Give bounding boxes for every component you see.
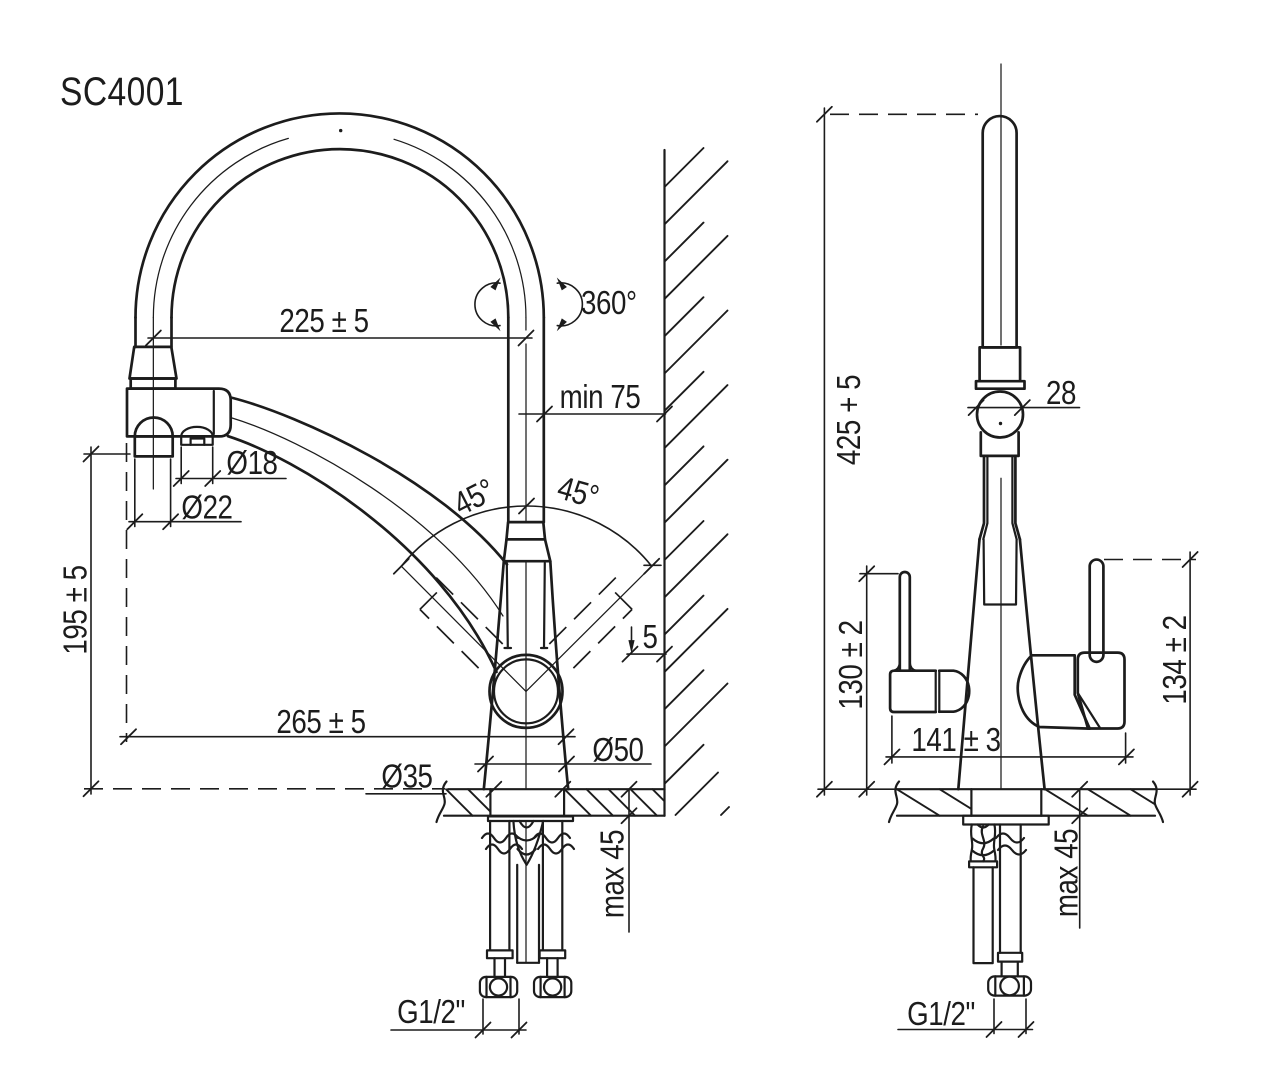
handle-rotation-right <box>525 565 653 693</box>
handle-nose <box>937 669 971 714</box>
hose-fitting-left <box>478 975 519 999</box>
pipe-fitting <box>987 975 1033 997</box>
ball-center-mark <box>998 421 1003 426</box>
collar-front <box>978 346 1022 383</box>
handle-lever-rod <box>898 570 912 673</box>
hose-fitting-right <box>532 975 573 999</box>
dim-label: 134 ± 2 <box>1157 615 1194 704</box>
dim-265: 265 ± 5 <box>119 443 576 746</box>
pipe-break-mark <box>480 832 520 844</box>
handle-pivot-housing <box>1016 653 1092 730</box>
filter-tube <box>972 866 994 965</box>
dim-label: 225 ± 5 <box>279 303 368 340</box>
dim-label: G1/2" <box>907 996 975 1033</box>
dim-label: Ø18 <box>226 445 277 482</box>
body-cone-left <box>956 537 981 791</box>
handle-paddle <box>1076 651 1126 730</box>
dim-28: 28 <box>967 375 1081 417</box>
handle-right <box>1016 558 1126 730</box>
dim-o22: Ø22 <box>126 458 242 531</box>
dim-label: Ø50 <box>592 732 643 769</box>
dim-o18: Ø18 <box>172 445 287 487</box>
dim-o50: Ø50 <box>474 732 652 773</box>
dim-label: Ø22 <box>181 489 232 526</box>
cone-left <box>482 559 506 791</box>
washer-front <box>962 814 1050 826</box>
countertop-hatch-front <box>895 788 1156 817</box>
dim-g12-front: G1/2" <box>897 996 1035 1038</box>
braid-collar <box>967 860 999 869</box>
dim-195: 195 ± 5 <box>57 445 445 798</box>
dim-label: 141 ± 3 <box>911 722 1000 759</box>
dim-130: 130 ± 2 <box>833 565 899 798</box>
collar-band <box>974 379 1026 391</box>
head-body <box>125 387 233 438</box>
mounting-washer <box>486 815 575 823</box>
dim-label: max 45 <box>594 830 631 918</box>
front-view: 425 + 5 130 ± 2 134 ± 2 28 <box>816 63 1199 1038</box>
dim-label: min 75 <box>560 379 641 416</box>
wall-hatch <box>663 147 730 816</box>
braid-left-edge <box>969 823 974 863</box>
dim-label: max 45 <box>1048 829 1085 917</box>
aerator-dome <box>180 425 214 438</box>
dim-360: 360° <box>474 275 637 334</box>
body-collar-lower <box>502 537 552 563</box>
swivel-ball <box>975 390 1025 439</box>
dim-134: 134 ± 2 <box>1104 551 1199 798</box>
faucet-body <box>482 520 570 791</box>
upper-body <box>978 454 1022 541</box>
drawing-title: SC4001 <box>60 69 184 113</box>
under-counter-front <box>962 814 1050 997</box>
handle-lever-rod-right <box>1088 558 1105 664</box>
dim-o35: Ø35 <box>365 758 572 798</box>
handle-left <box>888 570 971 714</box>
under-counter-side <box>478 815 576 999</box>
wall-section <box>663 147 730 817</box>
cone-right <box>548 559 570 791</box>
hose-collar-left <box>485 949 514 960</box>
nozzle-dome <box>133 416 175 438</box>
dim-g12-side: G1/2" <box>390 994 528 1039</box>
dim-max45-front: max 45 <box>1048 780 1089 929</box>
neck <box>979 430 1020 458</box>
dim-min75: min 75 <box>518 379 673 423</box>
dim-label: 425 + 5 <box>831 375 868 465</box>
dim-label: G1/2" <box>397 994 465 1031</box>
dim-label: 5 <box>643 619 658 656</box>
braid-seam <box>980 825 986 863</box>
pipe-collar <box>996 951 1024 963</box>
dim-225: 225 ± 5 <box>144 303 535 347</box>
hose-collar-right <box>538 949 567 960</box>
dim-label: 265 ± 5 <box>276 704 365 741</box>
dim-5: 5 <box>621 619 673 663</box>
dim-label: 360° <box>581 285 637 322</box>
body-cone-right <box>1018 537 1046 791</box>
dim-label: 195 ± 5 <box>57 565 94 654</box>
dim-max45-side: max 45 <box>594 780 638 933</box>
side-view: 225 ± 5 360° min 75 Ø18 <box>57 112 730 1039</box>
nozzle <box>133 435 175 458</box>
dim-label: 45° <box>448 472 501 523</box>
braid-right-edge <box>992 823 997 863</box>
dim-425: 425 + 5 <box>816 105 978 798</box>
spout-tube-front <box>981 114 1018 349</box>
dim-141: 141 ± 3 <box>883 715 1135 766</box>
dim-label: 130 ± 2 <box>833 620 870 709</box>
spray-head <box>125 345 233 458</box>
faucet-front <box>956 63 1046 791</box>
aerator-notch <box>189 437 206 446</box>
dim-label: Ø35 <box>381 758 432 795</box>
body-collar-upper <box>505 520 547 541</box>
body-inner-seat <box>982 538 1018 606</box>
hose-spout <box>226 396 509 674</box>
countertop-hatch <box>445 788 666 817</box>
aerator <box>180 435 214 446</box>
dim-label: 28 <box>1046 375 1076 412</box>
handle-rotation-left <box>400 565 527 693</box>
